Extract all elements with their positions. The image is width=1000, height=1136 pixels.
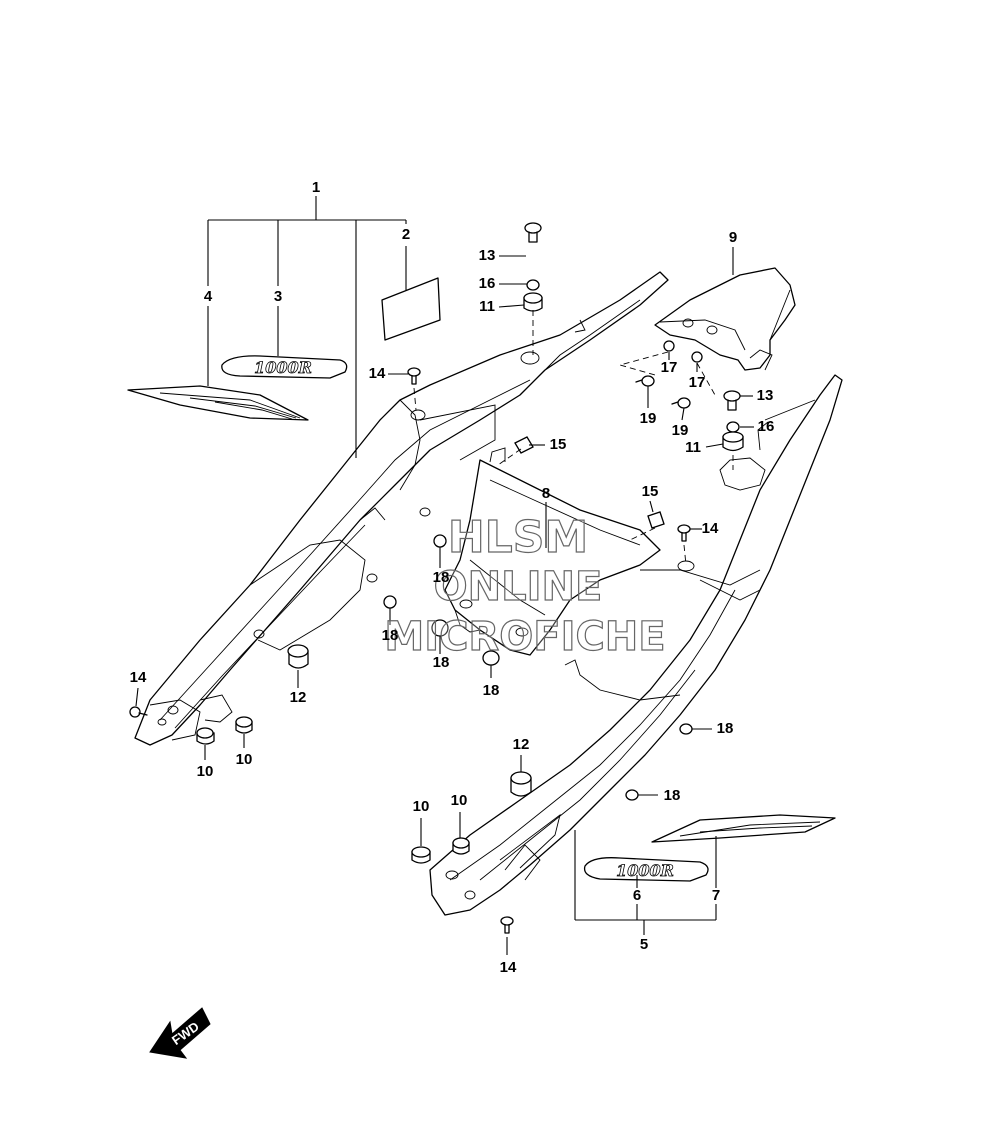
callout-7: 7 [712, 887, 720, 904]
leader-lines [135, 196, 754, 955]
watermark: HLSM ONLINE MICROFICHE [384, 511, 666, 660]
screw-14d [500, 916, 514, 934]
callout-6: 6 [633, 887, 641, 904]
left-frame-cover [134, 271, 669, 746]
callout-12a: 12 [290, 689, 307, 706]
screw-14a [407, 367, 421, 385]
nut-15b [647, 511, 665, 529]
clip-18b [383, 595, 397, 609]
callout-15a: 15 [550, 436, 567, 453]
right-frame-cover [429, 374, 843, 916]
callout-5: 5 [640, 936, 648, 953]
dashed-guides [413, 310, 734, 566]
callout-18c: 18 [433, 654, 450, 671]
callout-18d: 18 [483, 682, 500, 699]
clip-18f [625, 789, 639, 801]
callout-18e: 18 [717, 720, 734, 737]
center-rear-cover [444, 447, 661, 656]
damper-10a [196, 727, 215, 745]
hardware [129, 222, 744, 934]
callout-2: 2 [402, 226, 410, 243]
seat-tail-cowl [654, 267, 796, 371]
watermark-line1: HLSM [448, 512, 588, 563]
screw-19b [671, 397, 691, 409]
callout-14d: 14 [500, 959, 517, 976]
callout-3: 3 [274, 288, 282, 305]
callout-12b: 12 [513, 736, 530, 753]
fwd-arrow: FWD [149, 1007, 211, 1059]
collar-16-upper [526, 279, 540, 291]
callout-14a: 14 [369, 365, 386, 382]
callout-13a: 13 [479, 247, 496, 264]
callout-11b: 11 [685, 439, 701, 456]
clip-18a [433, 534, 447, 548]
callout-10d: 10 [451, 792, 468, 809]
damper-10c [411, 846, 431, 864]
screw-19a [635, 375, 655, 387]
callout-19b: 19 [672, 422, 689, 439]
callout-10c: 10 [413, 798, 430, 815]
damper-12-left [287, 644, 309, 669]
callout-15b: 15 [642, 483, 659, 500]
callout-13b: 13 [757, 387, 774, 404]
callout-18f: 18 [664, 787, 681, 804]
callout-1: 1 [312, 179, 320, 196]
screw-13-right [723, 390, 741, 411]
callout-8: 8 [542, 485, 550, 502]
rubber-17b [691, 351, 703, 363]
callout-4: 4 [204, 288, 213, 305]
collar-16-right [726, 421, 740, 433]
callout-17b: 17 [689, 374, 706, 391]
callout-10b: 10 [236, 751, 253, 768]
screw-14c [129, 706, 148, 718]
watermark-line3: MICROFICHE [384, 614, 665, 660]
damper-10d [452, 837, 470, 855]
callout-18a: 18 [433, 569, 450, 586]
callouts: 1 2 3 4 5 6 7 8 9 10 10 10 10 11 11 12 1… [130, 179, 775, 976]
damper-12-right [510, 771, 532, 797]
watermark-line2: ONLINE [434, 564, 603, 610]
decal-text-right: 1000R [616, 861, 674, 880]
grommet-11-upper [523, 292, 543, 312]
nut-15a [514, 436, 534, 454]
callout-9: 9 [729, 229, 737, 246]
decal-text-left: 1000R [254, 358, 312, 377]
callout-18b: 18 [382, 627, 399, 644]
callout-10a: 10 [197, 763, 214, 780]
callout-16b: 16 [758, 418, 775, 435]
screw-14b [677, 524, 691, 542]
callout-14b: 14 [702, 520, 719, 537]
decal-stripe-right [651, 814, 836, 843]
callout-17a: 17 [661, 359, 678, 376]
damper-10b [235, 716, 253, 734]
grommet-11-right [722, 431, 744, 452]
decal-emblem-right: 1000R [583, 857, 709, 882]
callout-19a: 19 [640, 410, 657, 427]
decal-stripe-left [127, 385, 309, 421]
callout-14c: 14 [130, 669, 147, 686]
callout-11a: 11 [479, 298, 495, 315]
decal-emblem-left: 1000R [221, 355, 348, 379]
rubber-17a [663, 340, 675, 352]
clip-18e [679, 723, 693, 735]
callout-16a: 16 [479, 275, 496, 292]
label-plate [381, 277, 441, 341]
screw-13-upper [524, 222, 542, 243]
